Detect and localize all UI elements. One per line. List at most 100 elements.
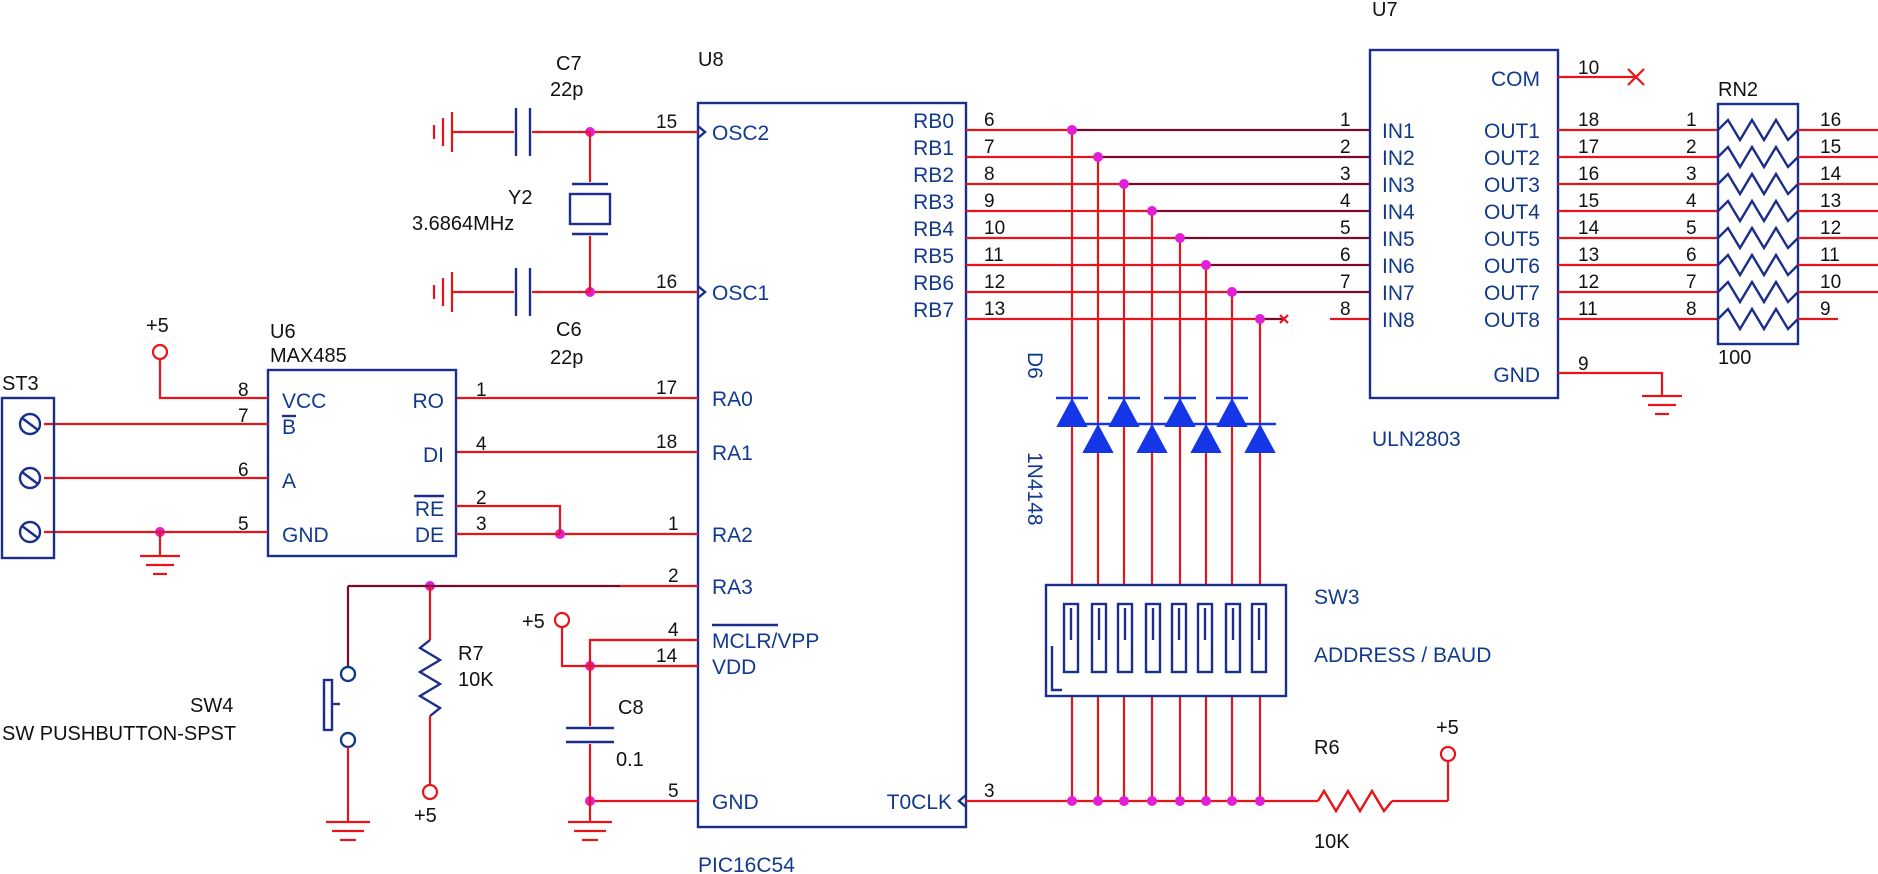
u8-pin-num-rb7: 13 bbox=[984, 299, 1005, 320]
u7-input-labels: IN1 IN2 IN3 IN4 IN5 IN6 IN7 IN8 1 2 3 4 … bbox=[1340, 110, 1415, 332]
st3-terminal-block: ST3 bbox=[0, 373, 56, 560]
u7-out5: OUT5 bbox=[1484, 228, 1540, 251]
c7-capacitor: C7 22p bbox=[452, 53, 590, 156]
u6-part: MAX485 bbox=[270, 345, 347, 367]
y2-crystal: Y2 3.6864MHz bbox=[412, 132, 612, 292]
u6-body bbox=[266, 368, 458, 558]
u7-out6: OUT6 bbox=[1484, 255, 1540, 278]
sw4-ref: SW4 bbox=[190, 695, 233, 717]
u6-pin-re: RE bbox=[415, 498, 444, 521]
osc1-clock-marker bbox=[697, 285, 707, 299]
diode-7 bbox=[1216, 396, 1248, 427]
u8-pin-gnd: GND bbox=[712, 791, 759, 814]
u8-pin-num-rb0: 6 bbox=[984, 110, 995, 131]
u6-pin-ro: RO bbox=[413, 390, 445, 413]
sw3-on-marker bbox=[1050, 646, 1062, 692]
rn2-right-pin-15: 15 bbox=[1820, 137, 1841, 158]
rn2-left-pin-4: 4 bbox=[1686, 191, 1697, 212]
u8-pin-rb0: RB0 bbox=[913, 110, 954, 133]
u8-microcontroller: U8 PIC16C54 bbox=[696, 49, 968, 874]
r7-value: 10K bbox=[458, 669, 494, 691]
rn2-left-pin-7: 7 bbox=[1686, 272, 1697, 293]
diode-switch-columns bbox=[966, 130, 1318, 803]
vdd-power-terminal bbox=[553, 611, 571, 629]
u7-in3-num: 3 bbox=[1340, 164, 1351, 185]
u8-pin-rb4: RB4 bbox=[913, 218, 954, 241]
c7-ground bbox=[432, 112, 454, 152]
u8-pin-rb7: RB7 bbox=[913, 299, 954, 322]
u7-out1: OUT1 bbox=[1484, 120, 1540, 143]
c8-value: 0.1 bbox=[616, 749, 644, 771]
osc2-clock-marker bbox=[697, 125, 707, 139]
u8-pin-rb6: RB6 bbox=[913, 272, 954, 295]
u8-pin-ra3: RA3 bbox=[712, 576, 753, 599]
diode-3 bbox=[1108, 396, 1140, 427]
u7-in8: IN8 bbox=[1382, 309, 1415, 332]
c7-ref: C7 bbox=[556, 53, 582, 75]
u8-pin-t0clk: T0CLK bbox=[887, 791, 952, 814]
r6-power-label: +5 bbox=[1436, 717, 1459, 739]
diode-5 bbox=[1164, 396, 1196, 427]
st3-screw-3 bbox=[18, 520, 42, 544]
st3-ref: ST3 bbox=[2, 373, 39, 395]
u7-in8-num: 8 bbox=[1340, 299, 1351, 320]
u6-ref: U6 bbox=[270, 321, 296, 343]
u7-out6-num: 13 bbox=[1578, 245, 1599, 266]
r7-power-label: +5 bbox=[414, 805, 437, 827]
st3-body bbox=[0, 396, 56, 560]
sw3-dip-switch: SW3 ADDRESS / BAUD bbox=[1044, 583, 1491, 698]
u8-pin-num-ra3: 2 bbox=[668, 566, 679, 587]
rn2-ref: RN2 bbox=[1718, 79, 1758, 101]
r6-ref: R6 bbox=[1314, 737, 1340, 759]
u6-transceiver: U6 MAX485 VCC B A GND RO DI RE DE bbox=[266, 321, 458, 558]
u7-pin-com: COM bbox=[1491, 68, 1540, 91]
u7-gnd-num: 9 bbox=[1578, 354, 1589, 375]
ra3-network: SW4 SW PUSHBUTTON-SPST +5 R7 10K bbox=[2, 584, 620, 842]
u8-pin-num-gnd: 5 bbox=[668, 781, 679, 802]
u8-pin-osc2: OSC2 bbox=[712, 122, 769, 145]
c6-capacitor: C6 22p bbox=[452, 268, 590, 369]
c8-ref: C8 bbox=[618, 697, 644, 719]
u8-pin-num-rb3: 9 bbox=[984, 191, 995, 212]
u8-pin-osc1: OSC1 bbox=[712, 282, 769, 305]
diode-8 bbox=[1244, 422, 1276, 453]
st3-screw-2 bbox=[18, 466, 42, 490]
rn2-value: 100 bbox=[1718, 347, 1751, 369]
u7-out8-num: 11 bbox=[1578, 299, 1598, 320]
u7-driver: U7 ULN2803 COM GND bbox=[1368, 0, 1560, 451]
u8-pin-mclr: MCLR/VPP bbox=[712, 630, 819, 653]
r6-value: 10K bbox=[1314, 831, 1350, 853]
c6-ref: C6 bbox=[556, 319, 582, 341]
u8-pin-num-osc1: 16 bbox=[656, 272, 677, 293]
u6-power-label: +5 bbox=[146, 315, 169, 337]
u7-out3: OUT3 bbox=[1484, 174, 1540, 197]
u8-pin-num-ra0: 17 bbox=[656, 378, 677, 399]
u8-pin-vdd: VDD bbox=[712, 656, 756, 679]
u8-pin-ra2: RA2 bbox=[712, 524, 753, 547]
u8-body bbox=[696, 101, 968, 829]
u8-pin-rb2: RB2 bbox=[913, 164, 954, 187]
st3-screw-1 bbox=[18, 412, 42, 436]
u8-pin-rb3: RB3 bbox=[913, 191, 954, 214]
u7-output-labels: OUT1 OUT2 OUT3 OUT4 OUT5 OUT6 OUT7 OUT8 … bbox=[1484, 58, 1600, 375]
u8-right-pin-numbers: 6 7 8 9 10 11 12 13 3 bbox=[984, 110, 1005, 802]
rn2-left-pin-5: 5 bbox=[1686, 218, 1697, 239]
u6-num-a: 6 bbox=[238, 460, 249, 481]
u7-out2-num: 17 bbox=[1578, 137, 1599, 158]
u6-pin-b: B bbox=[282, 416, 296, 439]
u6-pin-vcc: VCC bbox=[282, 390, 326, 413]
rn2-body bbox=[1716, 102, 1800, 346]
u8-pin-num-t0clk: 3 bbox=[984, 781, 995, 802]
rn2-right-pin-13: 13 bbox=[1820, 191, 1841, 212]
u6-pin-a: A bbox=[282, 470, 296, 493]
u7-com-num: 10 bbox=[1578, 58, 1599, 79]
u6-num-di: 4 bbox=[476, 434, 487, 455]
rn2-left-pin-1: 1 bbox=[1686, 110, 1697, 131]
u7-body bbox=[1368, 48, 1560, 400]
u6-pin-gnd: GND bbox=[282, 524, 329, 547]
u7-in4: IN4 bbox=[1382, 201, 1415, 224]
r7-ref: R7 bbox=[458, 643, 484, 665]
u6-num-de: 3 bbox=[476, 514, 487, 535]
u8-pin-num-rb5: 11 bbox=[984, 245, 1004, 266]
